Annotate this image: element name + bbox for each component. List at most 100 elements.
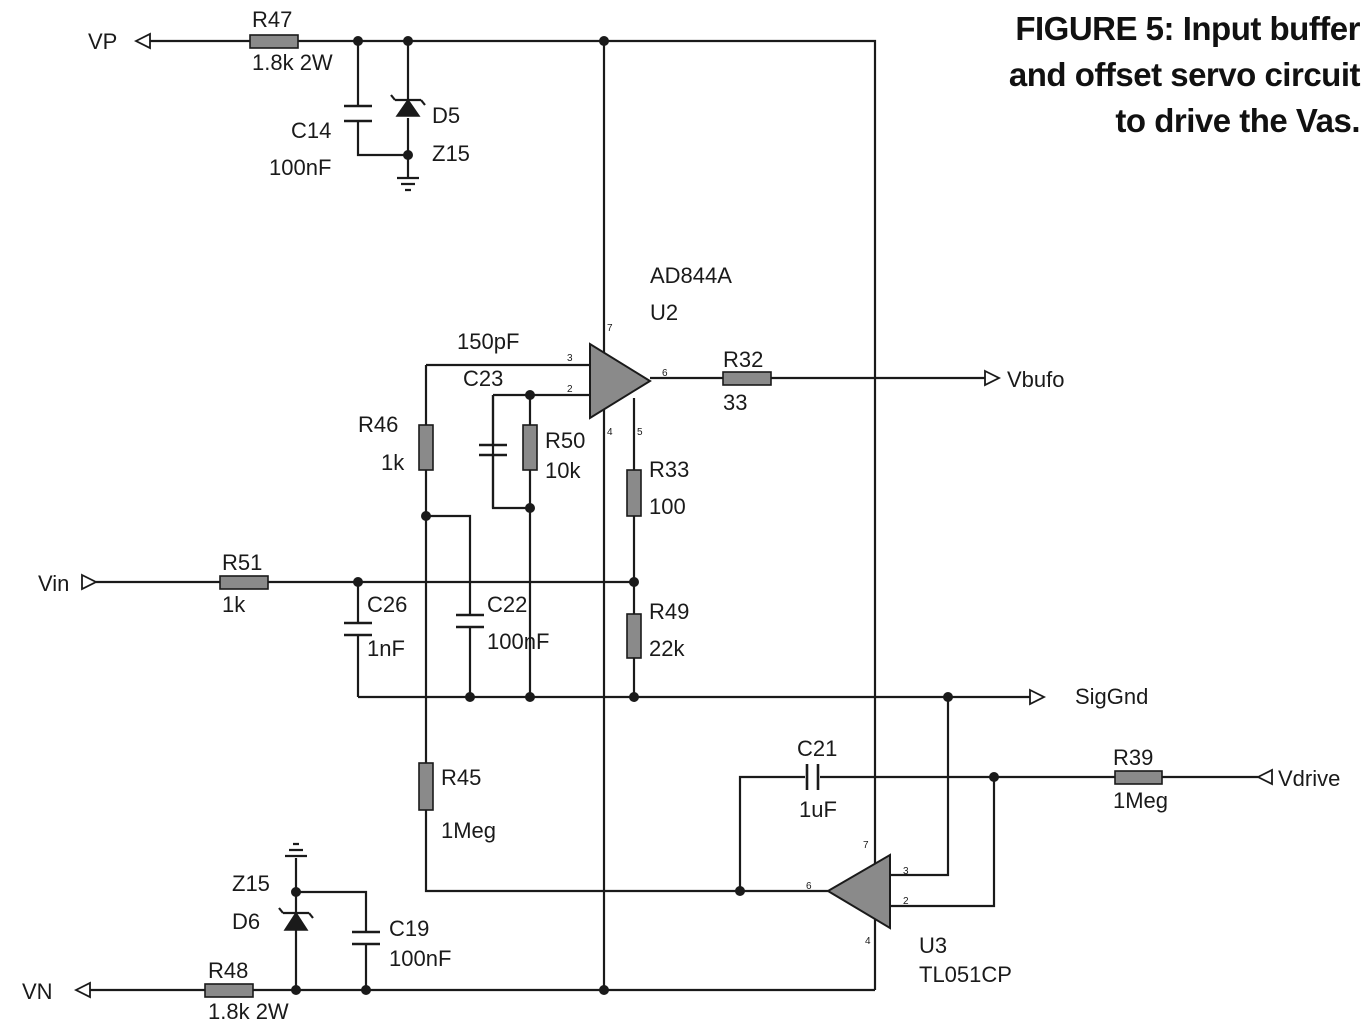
- r51-value: 1k: [222, 592, 246, 617]
- junction-dot: [353, 577, 363, 587]
- port-vin-arrow-icon: [81, 573, 99, 591]
- resistor-r49: [626, 613, 642, 659]
- capacitor-c14: [344, 104, 372, 123]
- u2-pin-3: 3: [567, 353, 573, 364]
- resistor-r39: [1114, 770, 1163, 785]
- net-label-vdrive: Vdrive: [1278, 766, 1340, 791]
- port-vbufo-arrow-icon: [984, 369, 1002, 387]
- d5-value: Z15: [432, 141, 470, 166]
- r45-value: 1Meg: [441, 818, 496, 843]
- r45-ref: R45: [441, 765, 481, 790]
- junction-dot: [599, 36, 609, 46]
- junction-dot: [361, 985, 371, 995]
- junction-dot: [629, 692, 639, 702]
- r47-value: 1.8k 2W: [252, 50, 333, 75]
- u3-ref: U3: [919, 933, 947, 958]
- junction-dot: [629, 577, 639, 587]
- r51-ref: R51: [222, 550, 262, 575]
- junction-dot: [291, 985, 301, 995]
- resistor-r50: [522, 424, 538, 471]
- capacitor-c26: [344, 621, 372, 637]
- caption-line-2: and offset servo circuit: [1008, 56, 1361, 93]
- u3-pin-2: 2: [903, 896, 909, 907]
- u3-pin-7: 7: [863, 840, 869, 851]
- junction-dot: [403, 36, 413, 46]
- port-arrows: [73, 32, 1273, 999]
- junction-dot: [403, 150, 413, 160]
- resistor-r46: [418, 424, 434, 471]
- opamp-u2: [589, 342, 652, 420]
- c21-value: 1uF: [799, 797, 837, 822]
- u2-pin-6: 6: [662, 368, 668, 379]
- r33-value: 100: [649, 494, 686, 519]
- r32-value: 33: [723, 390, 747, 415]
- u3-value: TL051CP: [919, 962, 1012, 987]
- diode-d6-triangle: [283, 911, 309, 931]
- junction-dot: [735, 886, 745, 896]
- r39-ref: R39: [1113, 745, 1153, 770]
- ground-icon: [397, 176, 419, 192]
- junction-dot: [421, 511, 431, 521]
- caption-line-1: : Input buffer: [1163, 10, 1361, 47]
- resistor-r51: [219, 575, 269, 590]
- c26-value: 1nF: [367, 636, 405, 661]
- u2-pin-4: 4: [607, 427, 613, 438]
- resistor-r48: [204, 983, 254, 998]
- c22-value: 100nF: [487, 629, 549, 654]
- r48-ref: R48: [208, 958, 248, 983]
- capacitor-c22: [456, 613, 484, 629]
- r46-value: 1k: [381, 450, 405, 475]
- d5-ref: D5: [432, 103, 460, 128]
- u3-pin-3: 3: [903, 866, 909, 877]
- junction-dot: [525, 390, 535, 400]
- r32-ref: R32: [723, 347, 763, 372]
- net-label-siggnd: SigGnd: [1075, 684, 1148, 709]
- resistor-r45: [418, 762, 434, 811]
- diode-d5-triangle: [395, 98, 421, 117]
- caption-line-3: to drive the Vas.: [1115, 102, 1360, 139]
- resistors: [204, 34, 1163, 998]
- r49-ref: R49: [649, 599, 689, 624]
- c23-ref: C23: [463, 366, 503, 391]
- port-vp-arrow-icon: [133, 32, 151, 50]
- port-vn-arrow-icon: [73, 981, 91, 999]
- c19-ref: C19: [389, 916, 429, 941]
- ground-icon: [285, 842, 307, 858]
- junction-dots: [291, 36, 999, 995]
- junction-dot: [353, 36, 363, 46]
- junction-dot: [465, 692, 475, 702]
- net-label-vbufo: Vbufo: [1007, 367, 1065, 392]
- net-label-vn: VN: [22, 979, 53, 1004]
- resistor-r32: [722, 371, 772, 386]
- junction-dot: [989, 772, 999, 782]
- capacitor-c19: [352, 930, 380, 946]
- junction-dot: [943, 692, 953, 702]
- u2-pin-7: 7: [607, 323, 613, 334]
- net-label-vin: Vin: [38, 571, 69, 596]
- d6-ref: D6: [232, 909, 260, 934]
- capacitors: [344, 104, 820, 946]
- figure-label: FIGURE 5: [1015, 10, 1164, 47]
- junction-dot: [599, 985, 609, 995]
- resistor-r33: [626, 469, 642, 517]
- r46-ref: R46: [358, 412, 398, 437]
- r33-ref: R33: [649, 457, 689, 482]
- c23-value: 150pF: [457, 329, 519, 354]
- d6-value: Z15: [232, 871, 270, 896]
- c22-ref: C22: [487, 592, 527, 617]
- ground-symbols: [285, 176, 419, 858]
- c19-value: 100nF: [389, 946, 451, 971]
- junction-dot: [525, 503, 535, 513]
- c21-ref: C21: [797, 736, 837, 761]
- u2-pin-2: 2: [567, 384, 573, 395]
- junction-dot: [291, 887, 301, 897]
- c14-value: 100nF: [269, 155, 331, 180]
- r48-value: 1.8k 2W: [208, 999, 289, 1024]
- opamp-u3: [826, 853, 891, 930]
- net-label-vp: VP: [88, 29, 117, 54]
- u3-pin-6: 6: [806, 881, 812, 892]
- resistor-r47: [249, 34, 299, 49]
- junction-dot: [525, 692, 535, 702]
- port-vdrive-arrow-icon: [1255, 768, 1273, 786]
